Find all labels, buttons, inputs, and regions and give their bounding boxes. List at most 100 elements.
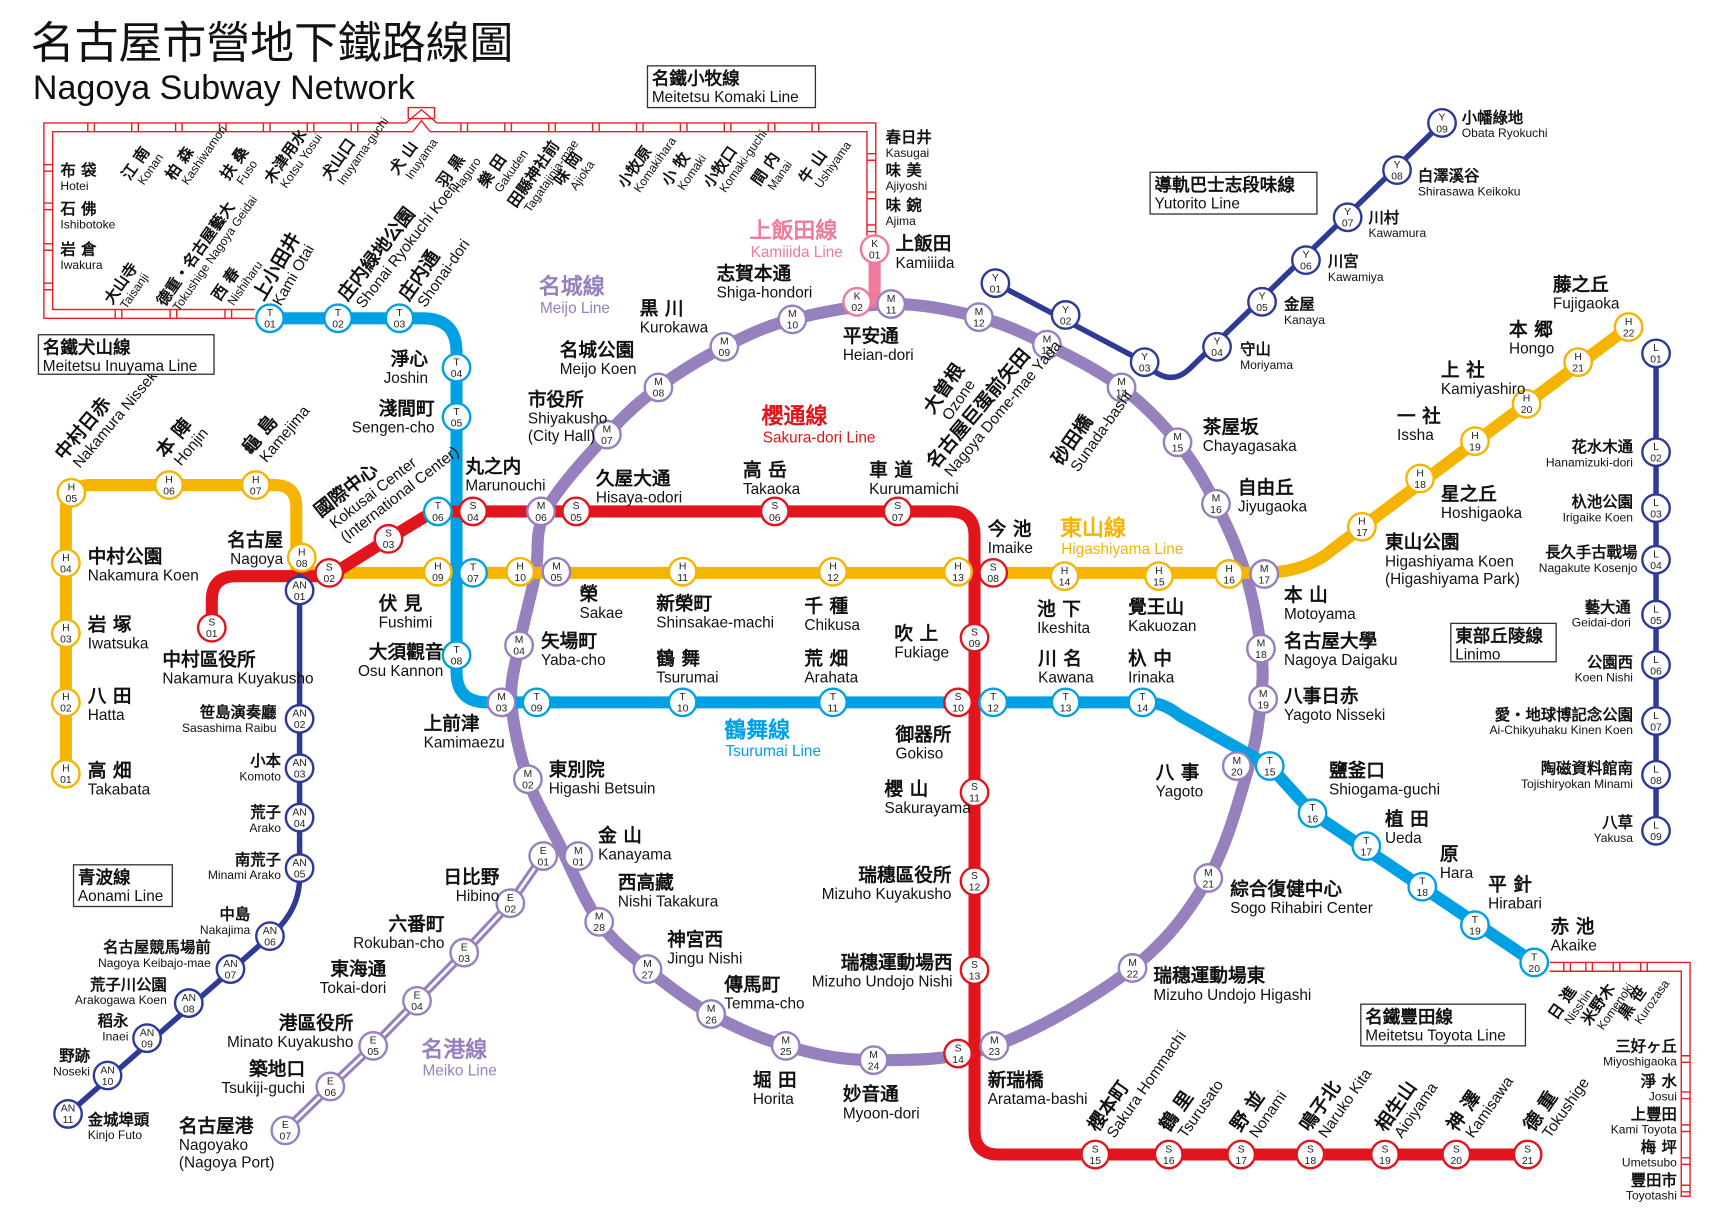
station-t17[interactable]: T17: [1351, 831, 1382, 862]
station-h14[interactable]: H14: [1049, 561, 1080, 592]
station-l08[interactable]: L08: [1641, 759, 1671, 790]
station-m07[interactable]: M07: [591, 419, 622, 450]
station-t08[interactable]: T08: [441, 640, 472, 671]
station-h07[interactable]: H07: [240, 470, 271, 501]
station-s21[interactable]: S21: [1512, 1139, 1543, 1170]
station-h15[interactable]: H15: [1143, 561, 1174, 592]
station-h18[interactable]: H18: [1405, 463, 1436, 494]
station-t14[interactable]: T14: [1127, 687, 1158, 718]
station-m05[interactable]: M05: [541, 556, 572, 587]
station-m12[interactable]: M12: [963, 302, 994, 333]
station-h04[interactable]: H04: [50, 548, 81, 578]
station-h21[interactable]: H21: [1563, 347, 1594, 378]
station-m04[interactable]: M04: [504, 630, 535, 661]
station-s12[interactable]: S12: [959, 866, 990, 897]
station-y07[interactable]: Y07: [1332, 202, 1363, 233]
station-t07[interactable]: T07: [458, 557, 488, 588]
station-y01[interactable]: Y01: [980, 268, 1011, 299]
station-s08[interactable]: S08: [978, 557, 1009, 588]
station-h01[interactable]: H01: [50, 758, 81, 789]
station-s11[interactable]: S11: [959, 777, 990, 808]
station-h13[interactable]: H13: [943, 556, 973, 587]
station-s14[interactable]: S14: [943, 1038, 973, 1069]
station-s04[interactable]: S04: [458, 496, 488, 527]
station-t05[interactable]: T05: [441, 402, 472, 432]
station-h22[interactable]: H22: [1613, 312, 1644, 342]
station-h03[interactable]: H03: [50, 618, 81, 649]
station-h09[interactable]: H09: [422, 556, 453, 587]
station-y08[interactable]: Y08: [1382, 155, 1412, 186]
station-l06[interactable]: L06: [1641, 650, 1671, 680]
station-m22[interactable]: M22: [1117, 953, 1148, 983]
station-h19[interactable]: H19: [1460, 426, 1490, 457]
station-l04[interactable]: L04: [1641, 544, 1671, 575]
station-s17[interactable]: S17: [1226, 1139, 1257, 1170]
station-m17[interactable]: M17: [1249, 559, 1280, 589]
station-m14[interactable]: M14: [1106, 372, 1137, 403]
station-l07[interactable]: L07: [1641, 706, 1671, 736]
station-m21[interactable]: M21: [1193, 863, 1224, 893]
station-e04[interactable]: E04: [402, 985, 432, 1016]
